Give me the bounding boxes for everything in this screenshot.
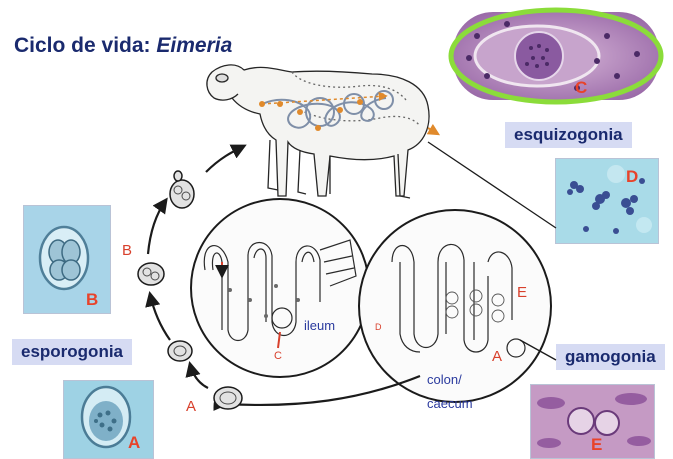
sheep-illustration xyxy=(207,65,429,198)
cycle-arrow-to-b xyxy=(150,294,170,340)
cycle-arrow-bottom xyxy=(226,376,420,405)
cycle-arrow-a-to-lower xyxy=(190,364,208,388)
cycle-label-b: B xyxy=(122,242,132,259)
orange-exit-arrow xyxy=(428,128,438,134)
ileum-label-c: C xyxy=(274,350,282,362)
cycle-label-a: A xyxy=(186,398,196,415)
colon-label-a: A xyxy=(492,348,502,365)
colon-label-d: D xyxy=(375,322,382,332)
cycle-arrow-to-sheep xyxy=(206,146,244,172)
label-colon: colon/ xyxy=(427,372,462,387)
colon-label-e: E xyxy=(517,284,527,301)
cycle-arrow-to-top xyxy=(148,200,166,254)
label-caecum: caecum xyxy=(427,396,473,411)
label-ileum: ileum xyxy=(304,318,335,333)
